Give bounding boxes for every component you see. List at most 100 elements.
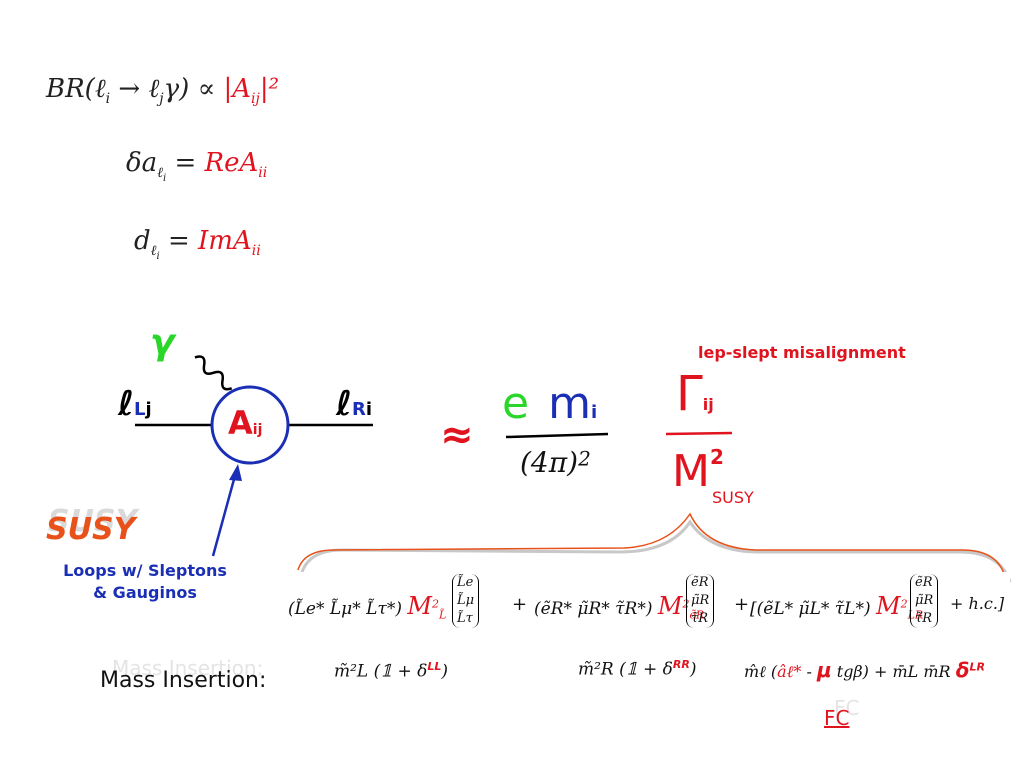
insertion-LR-e: tgβ) + m̄L m̄R bbox=[831, 662, 956, 681]
right-lepton-sub-i: i bbox=[365, 399, 373, 420]
vertex-label: Aij bbox=[228, 404, 262, 442]
matrix-term-3: [(ẽL* μ̃L* τ̃L*) M2LR bbox=[750, 592, 923, 621]
loops-line-2: & Gauginos bbox=[93, 583, 197, 602]
m-susy-label: M2 bbox=[672, 444, 724, 497]
gamma-label: Γij bbox=[676, 366, 714, 422]
denominator: (4π)2 bbox=[520, 446, 591, 479]
matrix-vec-1: L̃e L̃μ L̃τ bbox=[452, 574, 480, 628]
m-sub-susy: SUSY bbox=[712, 488, 754, 507]
right-lepton-symbol: ℓ bbox=[336, 384, 353, 424]
br-sub-i: i bbox=[105, 91, 111, 108]
brace-orange bbox=[297, 512, 1005, 575]
d-eq: = bbox=[159, 226, 199, 256]
loops-arrow-head bbox=[229, 464, 242, 481]
br-sub-j: j bbox=[159, 91, 164, 108]
d-rhs-sub: ii bbox=[251, 243, 261, 260]
insertion-RR-base: m̃²R (𝟙 + δ bbox=[578, 659, 673, 680]
left-lepton-sub-j: j bbox=[145, 399, 152, 420]
loops-arrow-line bbox=[211, 471, 238, 557]
insertion-LR-mu: μ bbox=[816, 658, 832, 682]
vertex-sub: ij bbox=[252, 422, 263, 438]
matrix-m2-sub: ẽR bbox=[689, 608, 705, 622]
br-gamma: γ) ∝ bbox=[163, 74, 224, 104]
vec2-a: ẽR bbox=[691, 575, 709, 590]
vertex-circle bbox=[210, 385, 290, 465]
matrix-term-1-row: (L̃e* L̃μ* L̃τ*) bbox=[288, 599, 402, 619]
matrix-m3-sub: LR bbox=[907, 608, 924, 622]
gamma-symbol: Γ bbox=[676, 366, 703, 422]
numerator-m: m bbox=[548, 378, 592, 429]
loops-note: Loops w/ Sleptons & Gauginos bbox=[52, 560, 238, 604]
numerator: e mi bbox=[502, 378, 597, 429]
mass-insertion-label: Mass Insertion: bbox=[100, 668, 267, 693]
insertion-LL-sup: LL bbox=[427, 660, 442, 673]
insertion-LR-sup: LR bbox=[969, 660, 985, 674]
d-lhs: d bbox=[134, 226, 151, 256]
matrix-term-2-row: (ẽR* μ̃R* τ̃R*) bbox=[534, 599, 653, 619]
right-lepton-label: ℓRi bbox=[336, 384, 372, 424]
delta-a-eq: = bbox=[166, 148, 205, 178]
matrix-vec-2: ẽR μ̃R τ̃R bbox=[686, 574, 715, 628]
m-symbol: M bbox=[672, 446, 710, 497]
insertion-RR-end: ) bbox=[689, 659, 697, 680]
d-rhs: ImA bbox=[198, 226, 252, 256]
matrix-vec-3: ẽR μ̃R τ̃R bbox=[910, 574, 939, 628]
matrix-hc: + h.c.] bbox=[950, 594, 1005, 613]
matrix-term-1: (L̃e* L̃μ* L̃τ*) M2L̃ bbox=[288, 592, 446, 621]
matrix-m3: M bbox=[876, 592, 901, 620]
matrix-m1: M bbox=[407, 592, 432, 620]
delta-a-rhs: ReA bbox=[204, 148, 259, 178]
matrix-m1-sub: L̃ bbox=[438, 608, 447, 622]
fraction-bar-left bbox=[505, 432, 609, 439]
insertion-LR-b: âℓ* bbox=[777, 662, 802, 681]
susy-label: SUSY bbox=[46, 512, 136, 547]
vec1-b: L̃μ bbox=[457, 593, 475, 608]
matrix-m3-sup: 2 bbox=[900, 597, 908, 611]
br-rhs-sup: |² bbox=[259, 74, 280, 104]
delta-a-sub: ℓ bbox=[157, 165, 163, 182]
matrix-term-2: (ẽR* μ̃R* τ̃R*) M2ẽR bbox=[534, 592, 704, 621]
d-sub2: i bbox=[156, 250, 160, 262]
delta-a-equation: δaℓi = ReAii bbox=[126, 148, 267, 184]
numerator-m-sub: i bbox=[591, 402, 598, 423]
approx-symbol: ≈ bbox=[440, 412, 474, 458]
br-lhs: BR(ℓ bbox=[46, 74, 106, 104]
br-equation: BR(ℓi → ℓjγ) ∝ |Aij|² bbox=[46, 74, 279, 107]
matrix-m1-sup: 2 bbox=[431, 597, 439, 611]
insertion-LR-delta: δ bbox=[955, 658, 970, 682]
denominator-base: (4π) bbox=[520, 446, 579, 479]
insertion-RR: m̃²R (𝟙 + δRR) bbox=[578, 658, 696, 680]
br-rhs: |A bbox=[223, 74, 251, 104]
br-rhs-sub: ij bbox=[251, 91, 260, 108]
photon-label: γ bbox=[150, 322, 175, 363]
matrix-plus-1: + bbox=[512, 594, 528, 615]
delta-a-sub2: i bbox=[163, 172, 167, 184]
insertion-LR: m̂ℓ (âℓ* - μ tgβ) + m̄L m̄R δLR bbox=[744, 658, 985, 682]
fraction-bar-right bbox=[665, 431, 733, 436]
right-lepton-sub-R: R bbox=[352, 399, 366, 420]
vertex-A: A bbox=[228, 404, 253, 442]
vec1-a: L̃e bbox=[457, 575, 474, 590]
insertion-RR-sup: RR bbox=[672, 658, 690, 671]
delta-a-rhs-sub: ii bbox=[258, 165, 268, 182]
photon-wiggle bbox=[194, 355, 233, 391]
fc-ghost: FC bbox=[834, 696, 860, 720]
left-lepton-symbol: ℓ bbox=[118, 384, 135, 424]
vec3-c: τ̃R bbox=[915, 611, 932, 626]
insertion-LR-c: - bbox=[801, 662, 817, 681]
loops-line-1: Loops w/ Sleptons bbox=[63, 561, 227, 580]
left-lepton-label: ℓLj bbox=[118, 384, 152, 424]
vec2-c: τ̃R bbox=[691, 611, 708, 626]
denominator-sup: 2 bbox=[578, 446, 591, 471]
mass-matrix-panel: (L̃e* L̃μ* L̃τ*) M2L̃ L̃e L̃μ L̃τ + (ẽR*… bbox=[288, 572, 1010, 694]
delta-a-lhs: δa bbox=[126, 148, 158, 178]
vec3-a: ẽR bbox=[915, 575, 933, 590]
vec3-b: μ̃R bbox=[915, 593, 934, 608]
insertion-LL-end: ) bbox=[441, 661, 449, 682]
fc-label: FC bbox=[824, 706, 850, 730]
d-sub: ℓ bbox=[150, 243, 157, 260]
vec1-c: L̃τ bbox=[457, 611, 473, 626]
gamma-sub: ij bbox=[702, 395, 714, 414]
vec2-b: μ̃R bbox=[691, 593, 710, 608]
m-sup: 2 bbox=[709, 444, 724, 469]
